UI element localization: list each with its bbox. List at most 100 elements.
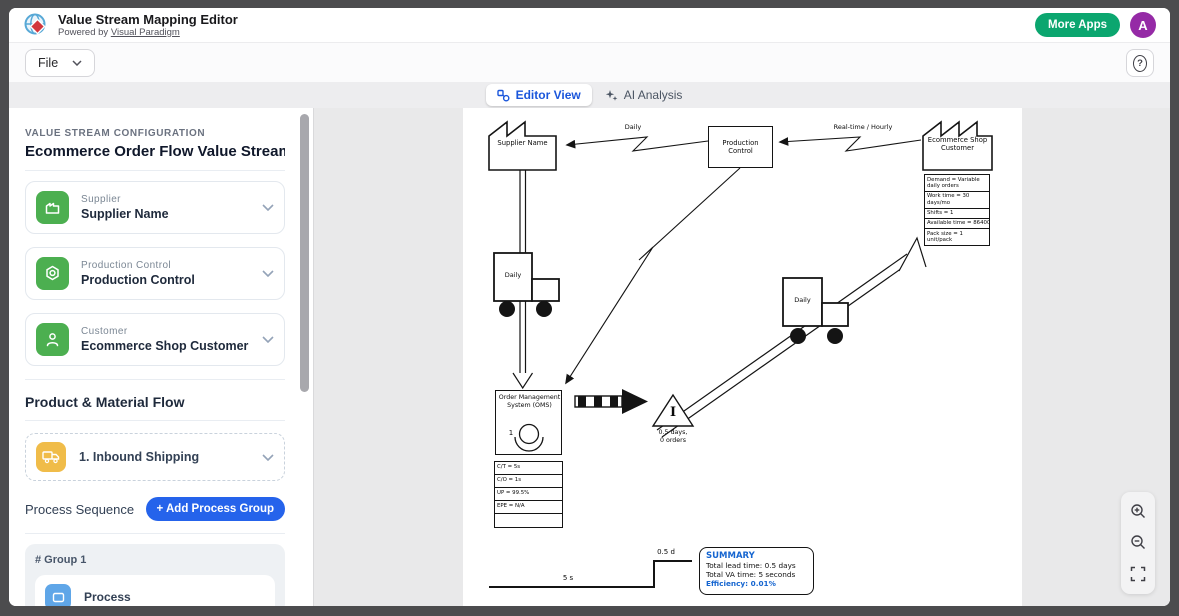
- process-data-box[interactable]: C/T = 5s C/O = 1s UP = 99.5% EPE = N/A: [494, 461, 563, 528]
- material-flow-title: Product & Material Flow: [25, 394, 185, 410]
- data-row: Pack size = 1 unit/pack: [927, 230, 963, 244]
- zoom-out-icon: [1130, 535, 1145, 550]
- diagram-shapes: [488, 120, 993, 588]
- avatar[interactable]: A: [1130, 12, 1156, 38]
- info-flow-label-realtime: Real-time / Hourly: [833, 123, 893, 131]
- info-flow-label-daily: Daily: [624, 123, 642, 131]
- divider: [25, 379, 285, 380]
- file-menu-button[interactable]: File: [25, 49, 96, 77]
- factory-icon: [36, 191, 69, 224]
- supplier-node-label[interactable]: Supplier Name: [497, 139, 548, 147]
- process-item[interactable]: Process: [35, 575, 275, 606]
- chevron-down-icon[interactable]: [262, 204, 274, 211]
- process-sequence-label: Process Sequence: [25, 501, 135, 517]
- production-control-label: Production Control: [722, 139, 759, 155]
- summary-title: SUMMARY: [706, 551, 755, 561]
- inventory-orders: 0 orders: [659, 437, 687, 444]
- summary-efficiency: Efficiency: 0.01%: [706, 579, 776, 589]
- data-row: C/O = 1s: [495, 475, 562, 488]
- summary-box[interactable]: SUMMARY Total lead time: 0.5 days Total …: [699, 547, 814, 595]
- sidebar-scrollbar: [297, 108, 313, 606]
- entity-label: Production Control: [81, 260, 172, 271]
- zoom-in-button[interactable]: [1126, 500, 1150, 524]
- process-icon: [45, 584, 71, 606]
- process-item-label: Process: [84, 590, 131, 604]
- data-row-empty: [495, 514, 562, 529]
- data-row: UP = 99.5%: [495, 488, 562, 501]
- zoom-in-icon: [1130, 504, 1145, 519]
- shipping-item-label: 1. Inbound Shipping: [79, 450, 200, 464]
- production-control-node[interactable]: Production Control: [708, 126, 773, 168]
- entity-label: Supplier: [81, 194, 121, 205]
- tab-ai-analysis[interactable]: AI Analysis: [594, 84, 694, 106]
- zoom-out-button[interactable]: [1126, 531, 1150, 555]
- data-row: Demand = Variable daily orders: [925, 175, 989, 192]
- diagram-icon: [496, 89, 510, 101]
- entity-card-customer[interactable]: Customer Ecommerce Shop Customer: [25, 313, 285, 366]
- entity-label: Customer: [81, 326, 128, 337]
- timeline-va-label: 5 s: [562, 574, 574, 582]
- operator-count: 1: [508, 429, 514, 437]
- summary-lead-time: Total lead time: 0.5 days: [706, 561, 796, 570]
- menu-toolbar: File ?: [9, 42, 1170, 83]
- powered-by-text: Powered by: [58, 26, 109, 38]
- chevron-down-icon[interactable]: [262, 270, 274, 277]
- chevron-down-icon: [72, 60, 82, 66]
- entity-value: Supplier Name: [81, 207, 169, 221]
- canvas-zoom-controls: [1121, 492, 1155, 594]
- truck-left-label: Daily: [504, 271, 522, 279]
- powered-by: Powered by Visual Paradigm: [58, 27, 238, 38]
- sidebar-section-title: VALUE STREAM CONFIGURATION: [25, 128, 206, 139]
- diagram-canvas[interactable]: Supplier Name Production Control Ecommer…: [313, 108, 1170, 606]
- inventory-days: 0.5 days,: [658, 429, 688, 436]
- map-title: Ecommerce Order Flow Value Stream M: [25, 143, 285, 160]
- divider: [25, 533, 285, 534]
- more-apps-button[interactable]: More Apps: [1035, 13, 1120, 37]
- data-row: Shifts = 1: [925, 209, 989, 219]
- gear-icon: [36, 257, 69, 290]
- question-icon: ?: [1133, 54, 1147, 72]
- timeline-lead-label: 0.5 d: [657, 548, 675, 556]
- tab-ai-analysis-label: AI Analysis: [623, 88, 683, 102]
- entity-card-supplier[interactable]: Supplier Supplier Name: [25, 181, 285, 234]
- data-row: C/T = 5s: [495, 462, 562, 475]
- chevron-down-icon[interactable]: [262, 453, 274, 461]
- file-menu-label: File: [38, 56, 59, 70]
- group-title: # Group 1: [35, 554, 87, 566]
- data-row: EPE = N/A: [495, 501, 562, 514]
- tab-editor-view-label: Editor View: [515, 88, 581, 102]
- data-row: Available time = 86400 sec: [925, 219, 989, 230]
- app-window: Value Stream Mapping Editor Powered by V…: [9, 8, 1170, 606]
- fullscreen-button[interactable]: [1126, 562, 1150, 586]
- shipping-item[interactable]: 1. Inbound Shipping: [25, 433, 285, 481]
- sparkles-icon: [605, 89, 618, 101]
- diagram-page[interactable]: Supplier Name Production Control Ecommer…: [463, 108, 1022, 606]
- process-node-oms[interactable]: Order Management System (OMS) 1: [495, 390, 562, 455]
- chevron-down-icon[interactable]: [262, 336, 274, 343]
- title-bar: Value Stream Mapping Editor Powered by V…: [9, 8, 1170, 42]
- view-tabstrip: Editor View AI Analysis: [9, 82, 1170, 108]
- help-button[interactable]: ?: [1126, 49, 1154, 77]
- truck-right-label: Daily: [794, 296, 811, 304]
- truck-icon: [36, 442, 66, 472]
- summary-va-time: Total VA time: 5 seconds: [706, 570, 796, 580]
- customer-node-label[interactable]: Ecommerce Shop Customer: [927, 136, 988, 152]
- visual-paradigm-link[interactable]: Visual Paradigm: [110, 26, 180, 38]
- divider: [25, 420, 285, 421]
- tab-editor-view[interactable]: Editor View: [485, 84, 592, 106]
- entity-value: Production Control: [81, 273, 195, 287]
- app-title-block: Value Stream Mapping Editor Powered by V…: [58, 11, 238, 38]
- config-sidebar: VALUE STREAM CONFIGURATION Ecommerce Ord…: [9, 108, 297, 606]
- app-logo-icon: [24, 13, 46, 35]
- data-row: Work time = 30 days/mo: [925, 192, 989, 209]
- fullscreen-icon: [1130, 567, 1146, 582]
- customer-data-box[interactable]: Demand = Variable daily orders Work time…: [924, 174, 990, 246]
- main-area: VALUE STREAM CONFIGURATION Ecommerce Ord…: [9, 108, 1170, 606]
- process-group-card: # Group 1 Process: [25, 544, 285, 606]
- divider: [25, 170, 285, 171]
- add-process-group-button[interactable]: + Add Process Group: [145, 497, 285, 521]
- entity-card-production-control[interactable]: Production Control Production Control: [25, 247, 285, 300]
- scrollbar-thumb[interactable]: [300, 114, 309, 392]
- inventory-symbol[interactable]: I: [669, 405, 677, 420]
- app-title: Value Stream Mapping Editor: [58, 11, 238, 27]
